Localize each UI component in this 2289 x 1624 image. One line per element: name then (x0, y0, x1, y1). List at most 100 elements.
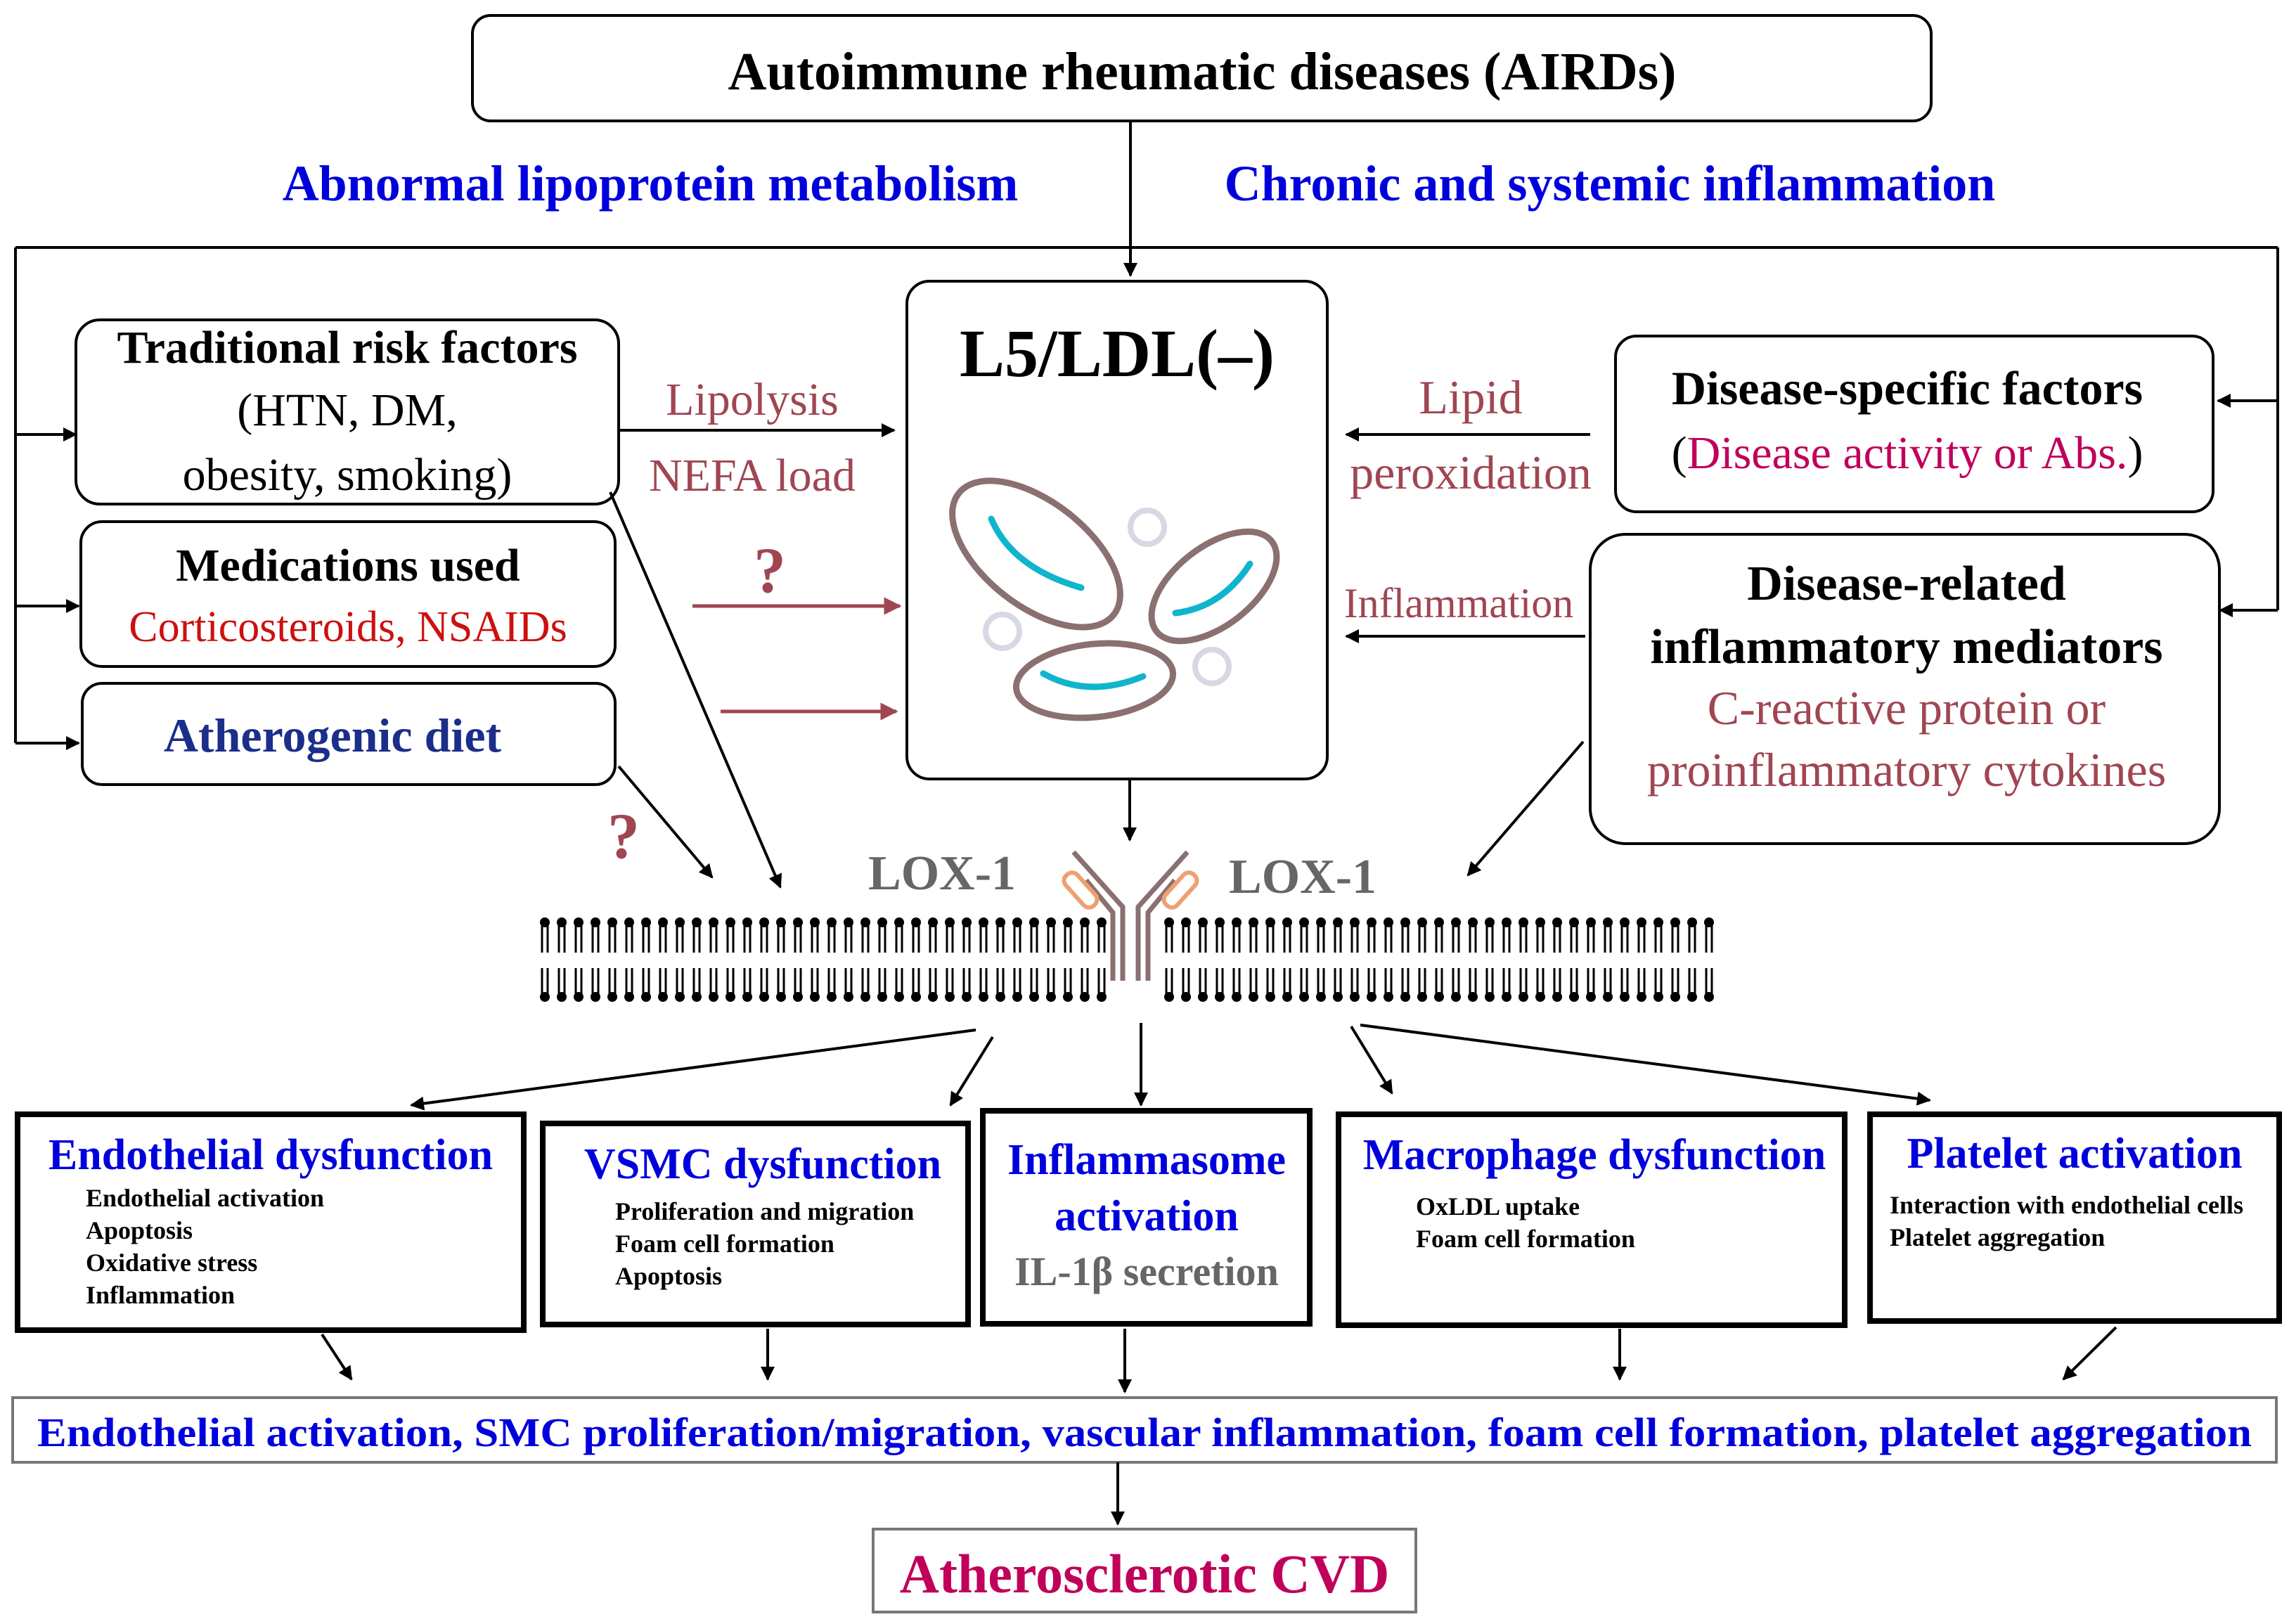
lipid-head (810, 992, 820, 1002)
platelet-item: Interaction with endothelial cells (1890, 1191, 2243, 1219)
lipid-head (793, 917, 803, 927)
lipid-head (1637, 917, 1646, 927)
lipid-head (979, 917, 988, 927)
mediators-detail-line1: C-reactive protein or (1708, 681, 2106, 735)
medications-title: Medications used (176, 540, 520, 591)
endothelial-item: Endothelial activation (86, 1184, 324, 1212)
lipid-head (962, 917, 972, 927)
traditional-risk-line2: obesity, smoking) (183, 449, 512, 501)
lipid-head (1080, 917, 1090, 927)
lipid-head (759, 917, 769, 927)
cell-membrane (540, 917, 1714, 1002)
right-arrows (1345, 427, 1590, 877)
lipid-head (1215, 992, 1225, 1002)
lipid-head (1063, 992, 1073, 1002)
disease-activity-text: Disease activity or Abs. (1687, 427, 2128, 479)
lipid-head (1704, 992, 1714, 1002)
lipid-head (928, 992, 938, 1002)
lipid-head (877, 992, 887, 1002)
lipid-head (1620, 917, 1630, 927)
lipid-head (894, 992, 904, 1002)
lipid-head (1400, 917, 1410, 927)
lipid-head (945, 992, 955, 1002)
lipid-head (658, 917, 668, 927)
lipid-head (709, 917, 718, 927)
macrophage-dysfunction-title: Macrophage dysfunction (1363, 1131, 1826, 1179)
lipid-head (675, 917, 685, 927)
disease-specific-title: Disease-specific factors (1672, 361, 2143, 415)
lox1-label-right: LOX-1 (1229, 850, 1376, 904)
macrophage-dysfunction-box: Macrophage dysfunction OxLDL uptake Foam… (1336, 1111, 1848, 1328)
lipid-head (945, 917, 955, 927)
endothelial-dysfunction-title: Endothelial dysfunction (49, 1131, 493, 1179)
lipid-head (1586, 992, 1596, 1002)
inflammasome-title-line1: Inflammasome (1007, 1136, 1286, 1184)
lipid-head (1451, 992, 1461, 1002)
lipid-head (1063, 917, 1073, 927)
lipid-head (1097, 992, 1107, 1002)
lipid-head (1384, 992, 1393, 1002)
lipid-head (1400, 992, 1410, 1002)
lipid-head (1265, 917, 1275, 927)
lipid-head (979, 992, 988, 1002)
lipid-head (776, 917, 786, 927)
lipid-head (1535, 917, 1545, 927)
lipid-head (607, 917, 617, 927)
lipid-head (1198, 917, 1208, 927)
vsmc-item: Apoptosis (615, 1262, 722, 1290)
lipid-head (995, 917, 1005, 927)
ldl-particle-icon (949, 477, 1280, 721)
lipid-head (726, 917, 735, 927)
paren-open: ( (1672, 427, 1687, 479)
endothelial-item: Inflammation (86, 1281, 235, 1309)
lipid-head (1333, 992, 1343, 1002)
lipid-head (1687, 992, 1697, 1002)
frame-connectors (14, 121, 2279, 750)
lipid-head (1502, 992, 1511, 1002)
macrophage-item: Foam cell formation (1416, 1225, 1635, 1253)
medications-detail: Corticosteroids, NSAIDs (129, 603, 567, 651)
lipid-head (1282, 917, 1292, 927)
lipid-head (1198, 992, 1208, 1002)
lipid-head (1367, 917, 1376, 927)
lipid-head (1653, 992, 1663, 1002)
endothelial-dysfunction-box: Endothelial dysfunction Endothelial acti… (15, 1111, 527, 1333)
lipid-head (574, 917, 583, 927)
lipid-head (1485, 917, 1495, 927)
lipid-head (1586, 917, 1596, 927)
vsmc-dysfunction-title: VSMC dysfunction (584, 1140, 941, 1188)
lipid-head (1164, 992, 1174, 1002)
lipid-head (726, 992, 735, 1002)
lipid-head (759, 992, 769, 1002)
l5-ldl-box: L5/LDL(–) (905, 280, 1329, 780)
lipid-head (1232, 917, 1242, 927)
airds-box: Autoimmune rheumatic diseases (AIRDs) (471, 14, 1933, 122)
lipid-head (540, 917, 550, 927)
lipid-head (1670, 917, 1680, 927)
lipid-head (1029, 992, 1039, 1002)
lipid-head (1384, 917, 1393, 927)
question-mark-diet: ? (607, 800, 640, 872)
lipid-head (1653, 917, 1663, 927)
lipid-head (641, 917, 651, 927)
lipid-head (860, 917, 870, 927)
lipid-head (1603, 992, 1613, 1002)
inflammation-label: Inflammation (1344, 580, 1574, 626)
lipid-head (1012, 917, 1022, 927)
left-arrows (609, 423, 902, 889)
lipid-head (641, 992, 651, 1002)
membrane-effect-arrows (410, 1023, 1931, 1111)
effect-summary-arrows (321, 1326, 2117, 1393)
outcome-text: Atherosclerotic CVD (900, 1543, 1390, 1604)
lipid-head (1417, 917, 1427, 927)
lipid-head (624, 992, 634, 1002)
lox1-label-left: LOX-1 (868, 846, 1016, 901)
lipid-head (1637, 992, 1646, 1002)
lipid-head (675, 992, 685, 1002)
airds-title: Autoimmune rheumatic diseases (AIRDs) (728, 42, 1677, 101)
inflammasome-title-line2: activation (1055, 1192, 1239, 1240)
lipid-head (1164, 917, 1174, 927)
lipid-head (692, 917, 702, 927)
lipid-head (1670, 992, 1680, 1002)
